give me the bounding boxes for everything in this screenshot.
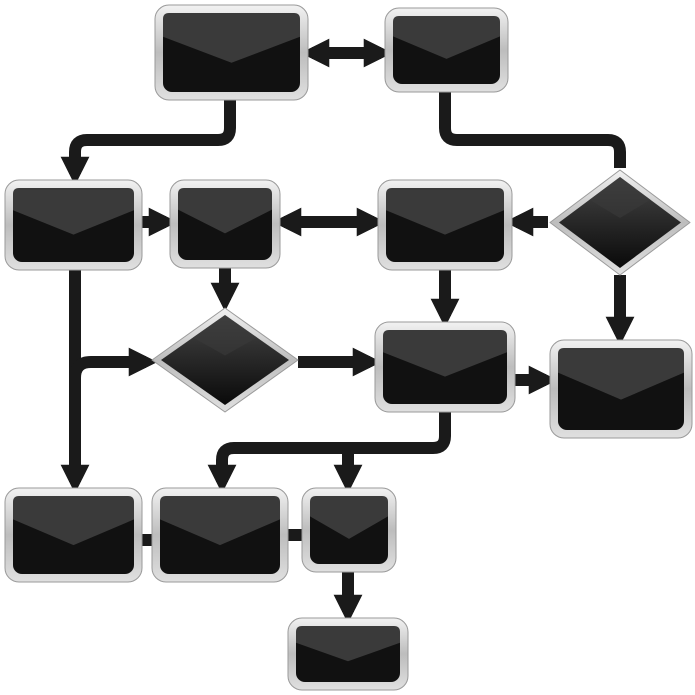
process-node (384, 7, 509, 93)
process-node (549, 339, 693, 439)
process-node (287, 617, 409, 691)
process-node (4, 179, 143, 271)
process-node (374, 321, 516, 413)
process-node (301, 487, 397, 573)
process-node (169, 179, 281, 269)
process-node (377, 179, 513, 271)
decision-node (151, 307, 299, 413)
decision-node (549, 169, 691, 276)
connector-arrow (60, 100, 236, 186)
process-node (151, 487, 289, 583)
process-node (154, 4, 309, 101)
connector-arrow (207, 412, 451, 494)
connector-arrow (439, 92, 626, 168)
process-node (4, 487, 143, 583)
connector-arrow (69, 347, 158, 379)
